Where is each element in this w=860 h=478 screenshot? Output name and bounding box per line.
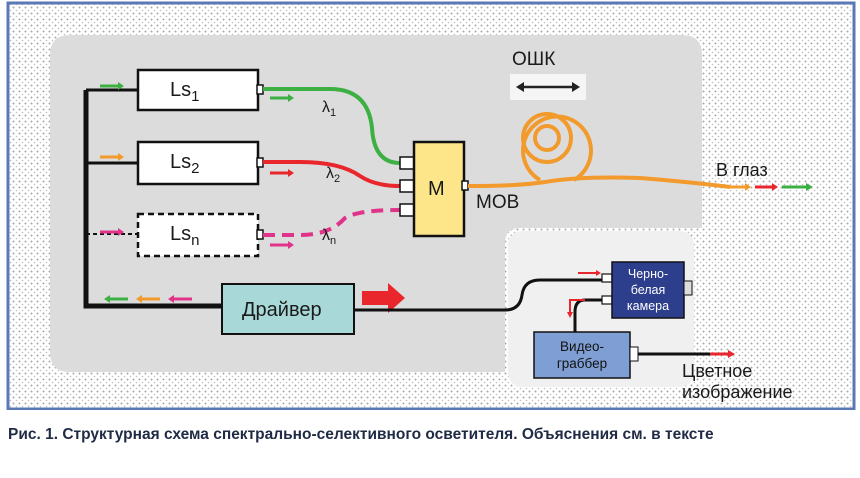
fiber-output xyxy=(467,175,731,189)
camera-block xyxy=(611,261,685,319)
laser-source-1 xyxy=(136,68,260,112)
output-label: В глаз xyxy=(716,160,768,180)
svg-text:Lsn: Lsn xyxy=(170,223,199,249)
svg-text:λn: λn xyxy=(322,227,336,247)
source-arrows xyxy=(270,94,294,249)
camera-label-1: Черно- xyxy=(628,267,668,281)
fiber-pink xyxy=(263,208,401,237)
laser-source-n xyxy=(136,212,260,258)
illuminator-diagram: Ls1 Ls2 Lsn λ1 λ2 λn M ОШК МОВ В глаз Др… xyxy=(6,1,856,410)
driver-block xyxy=(221,283,355,335)
svg-text:λ1: λ1 xyxy=(322,99,336,119)
laser-source-2 xyxy=(136,140,260,186)
color-image-label-1: Цветное xyxy=(682,361,752,381)
fiber-green xyxy=(263,87,401,165)
driver-camera-line xyxy=(354,278,604,312)
fiber-red xyxy=(263,160,401,188)
fiber-label: МОВ xyxy=(476,192,519,213)
coil-label: ОШК xyxy=(512,49,555,70)
driver-arrow xyxy=(362,283,405,313)
camera-label-2: белая xyxy=(631,283,666,297)
camera-label-3: камера xyxy=(627,299,669,313)
svg-text:Ls2: Ls2 xyxy=(170,151,199,177)
svg-text:Ls1: Ls1 xyxy=(170,79,199,105)
grabber-label-2: граббер xyxy=(557,356,607,371)
figure-caption: Рис. 1. Структурная схема спектрально-се… xyxy=(8,426,714,443)
mixer-label: M xyxy=(428,178,445,200)
coil-inner xyxy=(533,124,561,152)
color-image-label-2: изображение xyxy=(682,382,793,402)
bus-arrows xyxy=(100,82,192,303)
driver-label: Драйвер xyxy=(242,299,322,321)
svg-text:λ2: λ2 xyxy=(326,165,340,185)
coil-middle xyxy=(521,112,573,164)
grabber-label-1: Видео- xyxy=(560,339,604,354)
grabber-block xyxy=(533,331,631,379)
